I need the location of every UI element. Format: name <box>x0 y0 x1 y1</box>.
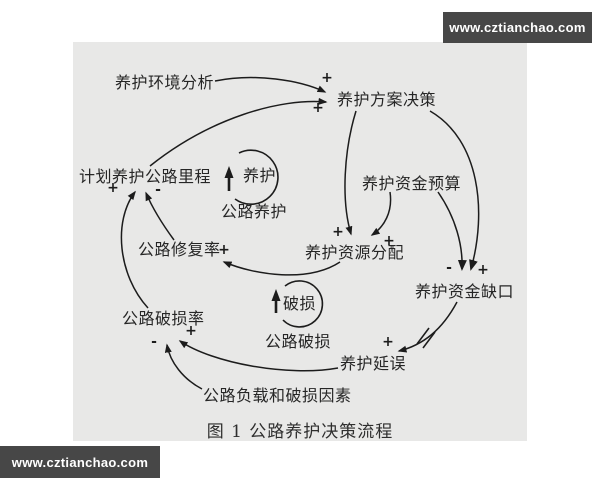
figure-caption: 图 1 公路养护决策流程 <box>206 422 394 442</box>
polarity-gap-to-delay: + <box>382 334 394 350</box>
node-fund-gap: 养护资金缺口 <box>415 282 515 301</box>
node-planned-mileage: 计划养护公路里程 <box>79 167 212 186</box>
polarity-budget-to-gap: - <box>446 260 452 276</box>
node-decision: 养护方案决策 <box>337 90 437 109</box>
polarity-env-to-decision: + <box>321 70 333 86</box>
node-env-analysis: 养护环境分析 <box>115 73 215 92</box>
polarity-damage-to-mileage: + <box>107 180 119 196</box>
node-delay: 养护延误 <box>340 354 407 373</box>
label-maint-loop: 养护 <box>243 166 277 185</box>
watermark-bottom-left: www.cztianchao.com <box>0 446 160 478</box>
polarity-alloc-to-repair: + <box>218 242 230 258</box>
label-highway-maint: 公路养护 <box>221 202 288 221</box>
polarity-mileage-to-decision: + <box>312 100 324 116</box>
polarity-decision-to-gap: + <box>477 262 489 278</box>
label-highway-damage: 公路破损 <box>265 332 332 351</box>
node-repair-rate: 公路修复率 <box>138 240 221 259</box>
node-budget: 养护资金预算 <box>362 174 462 193</box>
watermark-top-right: www.cztianchao.com <box>443 12 592 43</box>
polarity-decision-to-alloc: + <box>332 224 344 240</box>
polarity-delay-to-damage: + <box>185 323 197 339</box>
node-resource-alloc: 养护资源分配 <box>305 243 405 262</box>
label-damage-loop: 破损 <box>283 294 317 313</box>
polarity-budget-to-alloc: + <box>383 233 395 249</box>
node-damage-rate: 公路破损率 <box>122 309 205 328</box>
polarity-load-to-damage: - <box>151 334 157 350</box>
node-load-factors: 公路负载和破损因素 <box>203 386 352 405</box>
polarity-repair-to-mileage: - <box>155 182 161 198</box>
